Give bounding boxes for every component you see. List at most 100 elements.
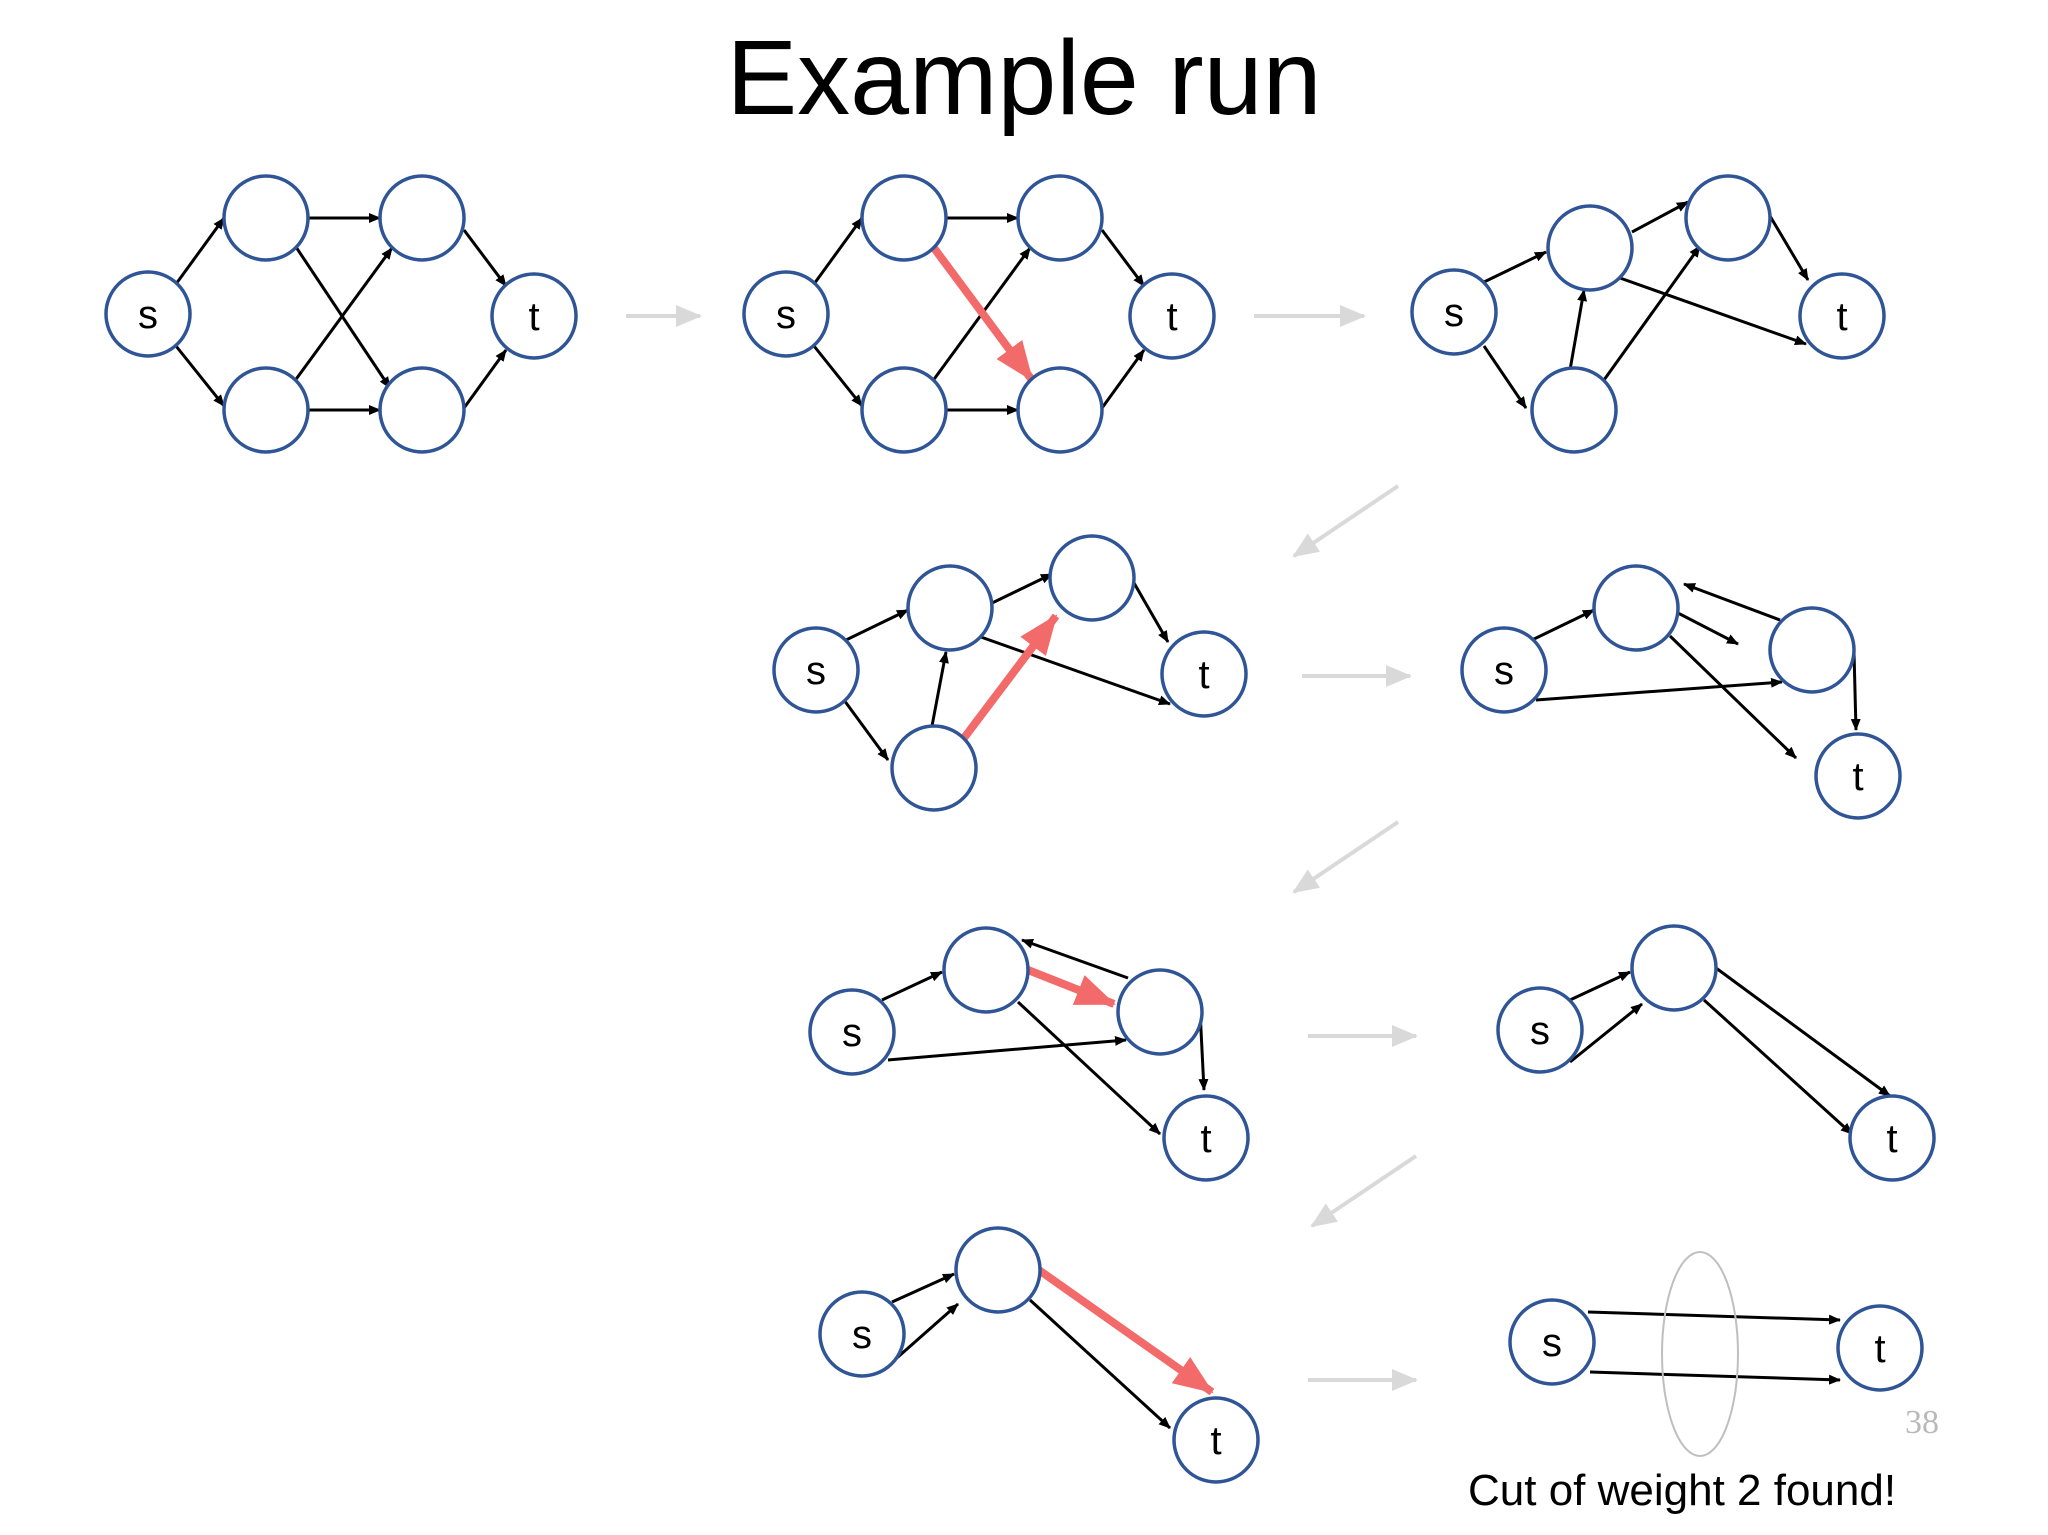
graph-edge xyxy=(1483,250,1547,284)
graph-node xyxy=(906,564,994,652)
graph-node-source xyxy=(1460,626,1548,714)
cut-caption: Cut of weight 2 found! xyxy=(1468,1466,1897,1515)
graph-node xyxy=(378,366,466,454)
graph-node xyxy=(1530,366,1618,454)
graph-edge xyxy=(1569,970,1631,1002)
graph-edge xyxy=(1602,245,1702,381)
graph-node xyxy=(860,366,948,454)
graph-edge xyxy=(889,1302,959,1366)
graph-node-sink xyxy=(1848,1094,1936,1182)
node-label-s: s xyxy=(1542,1321,1562,1365)
graph-edge xyxy=(1128,575,1170,643)
graph-node-source xyxy=(1508,1298,1596,1386)
graph-edge xyxy=(292,247,394,383)
graph-node-source xyxy=(1410,268,1498,356)
node-label-s: s xyxy=(1494,649,1514,693)
graph-step-5: s t xyxy=(1460,564,1902,820)
graph-edge xyxy=(1021,938,1129,980)
graph-node-sink xyxy=(1162,1094,1250,1182)
graph-node-source xyxy=(104,270,192,358)
graph-node xyxy=(942,926,1030,1014)
graph-edge xyxy=(174,345,226,407)
graph-edge xyxy=(1675,610,1739,646)
graph-step-9: s t xyxy=(1508,1251,1924,1457)
graph-edge xyxy=(887,1035,1127,1062)
graph-edge xyxy=(1028,1298,1172,1430)
graph-node-sink xyxy=(1798,272,1886,360)
graph-node-sink xyxy=(1836,1304,1924,1392)
cut-ellipse xyxy=(1661,1251,1739,1457)
graph-node xyxy=(860,174,948,262)
node-label-s: s xyxy=(1530,1009,1550,1053)
graph-edge xyxy=(1702,998,1854,1136)
graph-node xyxy=(378,174,466,262)
graph-node-sink xyxy=(1814,732,1902,820)
node-label-t: t xyxy=(528,295,539,339)
graph-edge xyxy=(462,349,508,409)
graph-node-source xyxy=(1496,986,1584,1074)
node-label-s: s xyxy=(852,1313,872,1357)
graph-edge xyxy=(881,970,943,1002)
graph-edge xyxy=(1100,349,1146,409)
node-label-s: s xyxy=(776,293,796,337)
graph-edge xyxy=(1631,200,1689,234)
graph-node-sink xyxy=(1172,1396,1260,1484)
graph-node xyxy=(1546,204,1634,292)
node-label-s: s xyxy=(842,1011,862,1055)
graph-edge xyxy=(812,217,864,285)
graph-node-source xyxy=(742,270,830,358)
graph-step-4: s t xyxy=(772,534,1248,812)
transition-arrow xyxy=(1310,1154,1418,1228)
graph-edge xyxy=(989,572,1053,606)
graph-edge xyxy=(1683,582,1781,622)
graph-edge xyxy=(462,229,508,287)
graph-edge xyxy=(891,1272,955,1304)
graph-node xyxy=(1684,174,1772,262)
node-label-t: t xyxy=(1836,295,1847,339)
graph-edge xyxy=(1016,1000,1162,1136)
graph-node xyxy=(1116,968,1204,1056)
graph-node xyxy=(890,724,978,812)
transition-arrow xyxy=(1292,484,1400,558)
graph-edge xyxy=(977,634,1171,706)
graph-node-source xyxy=(772,626,860,714)
node-label-t: t xyxy=(1886,1117,1897,1161)
graph-node-source xyxy=(818,1290,906,1378)
graph-node xyxy=(1016,174,1104,262)
graph-step-6: s t xyxy=(808,926,1250,1182)
contracted-edge xyxy=(930,245,1036,383)
node-label-t: t xyxy=(1200,1117,1211,1161)
node-label-t: t xyxy=(1210,1419,1221,1463)
graph-edge xyxy=(1569,1002,1643,1064)
graph-edge xyxy=(1531,608,1595,642)
graph-edge xyxy=(1768,215,1810,281)
graph-edge xyxy=(1715,966,1891,1098)
graph-step-7: s t xyxy=(1496,924,1936,1182)
graph-node-source xyxy=(808,988,896,1076)
graph-step-8: s t xyxy=(818,1226,1260,1484)
transition-arrow xyxy=(1292,820,1400,894)
node-label-t: t xyxy=(1198,653,1209,697)
graph-node xyxy=(1048,534,1136,622)
graph-node xyxy=(1016,366,1104,454)
contracted-edge xyxy=(1033,1264,1215,1396)
graph-edge xyxy=(1668,634,1798,760)
graph-edge xyxy=(842,699,890,761)
node-label-s: s xyxy=(806,649,826,693)
graph-step-3: s t xyxy=(1410,174,1886,454)
graph-edge xyxy=(1850,651,1861,731)
graph-edge xyxy=(1482,345,1528,409)
graph-step-2: s t xyxy=(742,174,1216,454)
node-label-s: s xyxy=(138,293,158,337)
graph-node-sink xyxy=(490,272,578,360)
graph-edge xyxy=(930,651,949,727)
graph-edge xyxy=(1589,1370,1841,1385)
contracted-edge xyxy=(960,613,1060,741)
graph-edge xyxy=(1100,229,1146,287)
graph-node-sink xyxy=(1128,272,1216,360)
node-label-t: t xyxy=(1874,1327,1885,1371)
graph-node xyxy=(222,366,310,454)
graph-edge xyxy=(1619,276,1807,346)
